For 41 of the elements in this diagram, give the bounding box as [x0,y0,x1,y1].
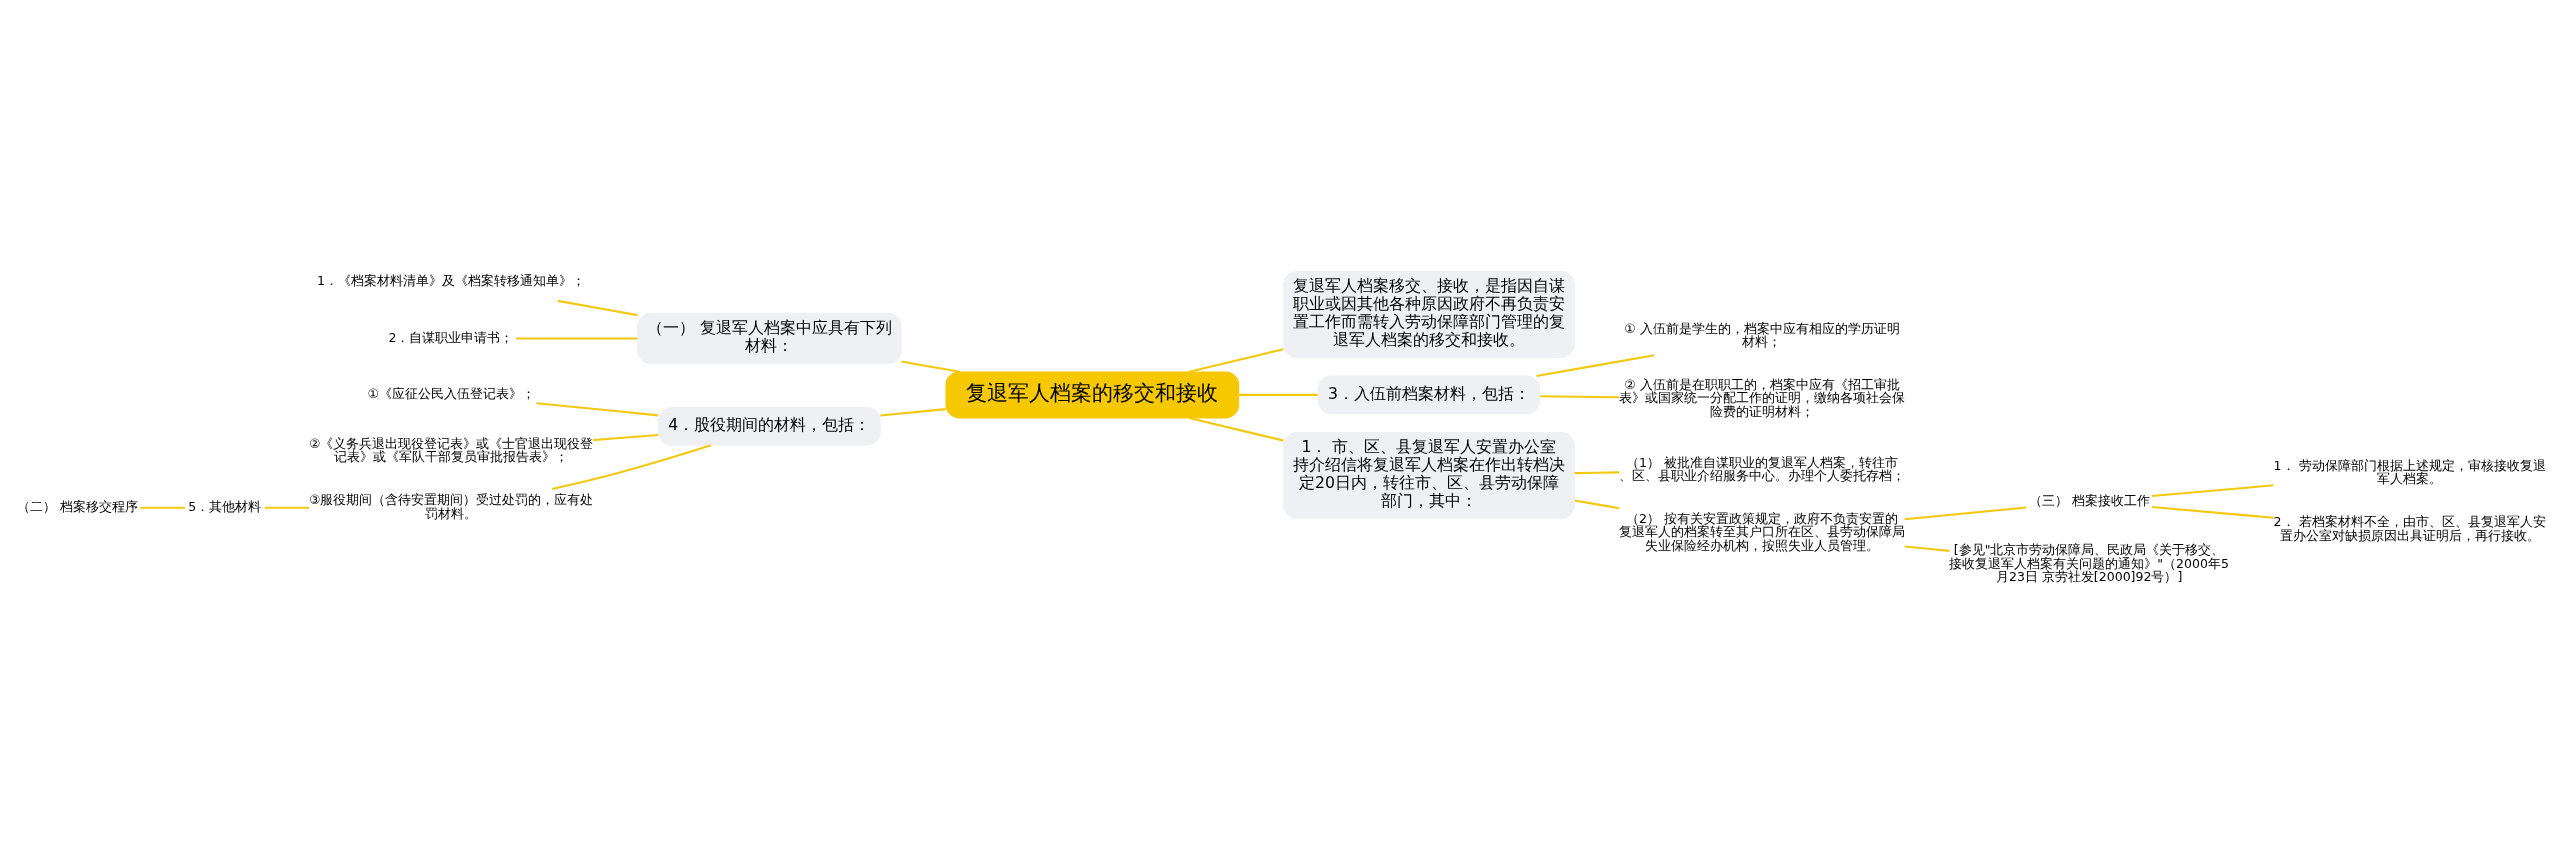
connector [536,401,659,416]
node-box: 4．股役期间的材料，包括： [658,406,881,446]
node-text: （1） 被批准自谋职业的复退军人档案，转往市、区、县职业介绍服务中心。办理个人委托存档； [1618,454,1905,483]
connector [557,299,638,316]
connector [1540,394,1620,398]
node-text: 1． 劳动保障部门根据上述规定，审核接收复退军人档案。 [2273,457,2546,486]
node-text: ②《义务兵退出现役登记表》或《士官退出现役登记表》或《军队干部复员审批报告表》； [308,435,594,464]
node-text: （二） 档案移交程序 [16,498,138,514]
node-box: 复退军人档案移交、接收，是指因自谋职业或因其他各种原因政府不再负责安置工作而需转入劳动保障部门管理的复退军人档案的移交和接收。 [1283,270,1575,358]
node-text: （2） 按有关安置政策规定，政府不负责安置的复退军人的档案转至其户口所在区、县劳动保障局失业保险经办机构，按照失业人员管理。 [1618,510,1905,553]
connector [264,506,309,509]
connector [140,506,185,509]
connector [1239,393,1318,396]
connector [551,443,712,490]
node-text: 2．自谋职业申请书； [388,329,514,345]
node-box: （一） 复退军人档案中应具有下列材料： [637,312,902,364]
connector [901,359,961,373]
node-text: 1．《档案材料清单》及《档案转移通知单》； [317,272,585,288]
connector [516,336,638,339]
node-text: ① 入伍前是学生的，档案中应有相应的学历证明材料； [1624,320,1900,349]
node-box: 1． 市、区、县复退军人安置办公室持介绍信将复退军人档案在作出转档决定20日内，转往市、区、县劳动保障部门，其中： [1283,431,1575,519]
node-text: 5．其他材料 [188,498,262,514]
node-text: ①《应征公民入伍登记表》； [367,385,535,401]
node-text: 2． 若档案材料不全，由市、区、县复退军人安置办公室对缺损原因出具证明后，再行接收。 [2273,513,2546,543]
node-text: [参见"北京市劳动保障局、民政局《关于移交、接收复退军人档案有关问题的通知》"（2000年5月23日 京劳社发[2000]92号）] [1949,541,2229,584]
connector [2151,483,2274,497]
connector [880,407,946,417]
connector [1189,416,1284,442]
connector [592,433,659,441]
connector [1904,505,2027,520]
node-text: ② 入伍前是在职职工的，档案中应有《招工审批表》或国家统一分配工作的证明，缴纳各项社会保险费的证明材料； [1618,376,1905,419]
connector [2151,505,2274,519]
connector [1189,347,1284,373]
connector [1574,499,1620,509]
connector [1536,353,1655,377]
node-text: ③服役期间（含待安置期间）受过处罚的，应有处罚材料。 [308,491,594,521]
node-text: （三） 档案接收工作 [2028,492,2150,508]
node-box: 复退军人档案的移交和接收 [945,370,1240,418]
connector [1904,545,1950,552]
connector [1574,470,1620,474]
node-box: 3．入伍前档案材料，包括： [1317,375,1541,414]
